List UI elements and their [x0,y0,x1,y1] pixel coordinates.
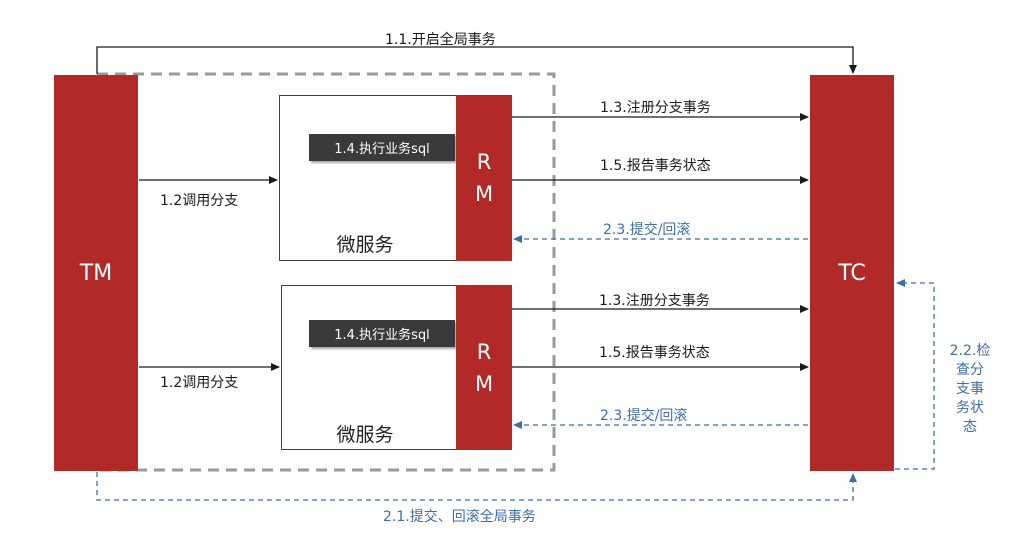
label-check-line-2: 查分 [956,362,984,378]
microservice-top [279,95,457,261]
label-commit-rollback-top: 2.3.提交/回滚 [603,222,691,238]
label-report-bottom: 1.5.报告事务状态 [599,345,710,361]
sql-exec-top: 1.4.执行业务sql [309,134,455,161]
label-register-bottom: 1.3.注册分支事务 [599,293,710,309]
rm-bottom-letter-m: M [474,371,494,396]
rm-bottom-letter-r: R [476,339,492,364]
microservice-top-label: 微服务 [336,234,394,256]
label-report-top: 1.5.报告事务状态 [600,158,711,174]
label-call-branch-bottom: 1.2调用分支 [160,375,239,391]
rm-top-letter-r: R [476,150,492,174]
tc-node: TC [810,75,894,471]
label-call-branch-top: 1.2调用分支 [160,193,239,209]
label-commit-rollback-bottom: 2.3.提交/回滚 [600,408,688,424]
rm-top-letter-m: M [474,182,494,206]
label-register-top: 1.3.注册分支事务 [600,100,711,116]
tm-node: TM [54,75,138,471]
rm-bottom-node: R M [456,285,512,450]
tm-group-boundary [95,72,556,472]
edge-open-global [96,46,857,74]
tm-label: TM [79,260,113,286]
rm-top-node: R M [456,95,512,261]
label-check-line-4: 务状 [956,400,984,416]
label-check-line-1: 2.2.检 [949,343,991,359]
tc-label: TC [838,260,866,286]
label-open-global: 1.1.开启全局事务 [385,32,496,48]
label-check-line-5: 态 [963,419,977,435]
edge-commit-rollback-global [96,472,857,501]
label-commit-rollback-global: 2.1.提交、回滚全局事务 [383,509,536,525]
microservice-bottom [281,285,457,450]
label-check-branch-status: 2.2.检 查分 支事 务状 态 [941,342,999,437]
label-check-line-3: 支事 [956,381,984,397]
microservice-bottom-label: 微服务 [336,424,394,446]
edge-check-branch-status [895,279,935,470]
sql-exec-bottom: 1.4.执行业务sql [309,320,455,347]
